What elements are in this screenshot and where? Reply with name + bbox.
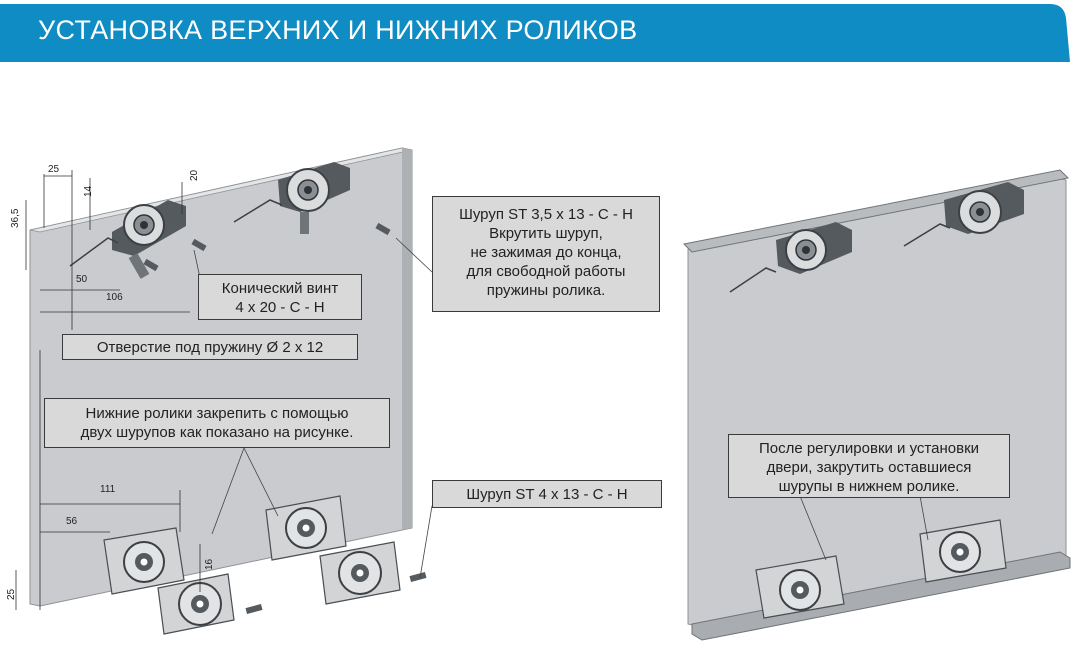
callout-screw-top-line-3: не зажимая до конца,	[470, 244, 622, 261]
left-door-panel	[29, 147, 413, 607]
callout-spring-hole: Отверстие под пружину Ø 2 x 12	[62, 334, 358, 360]
header-banner: УСТАНОВКА ВЕРХНИХ И НИЖНИХ РОЛИКОВ	[0, 0, 1091, 66]
right-door-panel	[682, 169, 1071, 641]
callout-screw-top-line-4: для свободной работы	[466, 263, 626, 280]
dim-56: 56	[66, 516, 78, 527]
callout-spring-hole-line-1: Отверстие под пружину Ø 2 x 12	[96, 339, 324, 356]
callout-screw-top: Шуруп ST 3,5 x 13 - C - H Вкрутить шуруп…	[432, 196, 660, 312]
dim-14: 14	[83, 185, 94, 197]
bottom-roller-left-4	[319, 541, 427, 605]
dim-25-top: 25	[48, 164, 60, 175]
top-roller-right-2	[903, 182, 1024, 247]
callout-screw-bottom: Шуруп ST 4 x 13 - C - H	[432, 480, 662, 508]
dim-106: 106	[106, 292, 123, 303]
dim-111: 111	[100, 484, 116, 495]
callout-bottom-rollers-line-1: Нижние ролики закрепить с помощью	[85, 405, 349, 422]
leader-lines	[193, 237, 929, 579]
callout-screw-bottom-line-1: Шуруп ST 4 x 13 - C - H	[466, 486, 628, 503]
callout-conic-screw-line-1: Конический винт	[221, 280, 339, 297]
top-roller-right-1	[729, 222, 852, 293]
header-band	[0, 0, 1091, 62]
callout-conic-screw-line-2: 4 x 20 - C - H	[235, 299, 325, 316]
callout-screw-top-line-1: Шуруп ST 3,5 x 13 - C - H	[459, 206, 633, 223]
callout-conic-screw: Конический винт 4 x 20 - C - H	[198, 274, 362, 320]
dim-16: 16	[204, 558, 215, 570]
callout-after-adjust-line-1: После регулировки и установки	[758, 440, 980, 457]
dim-50: 50	[76, 274, 88, 285]
bottom-roller-right-2	[919, 519, 1007, 583]
bottom-roller-right-1	[755, 555, 845, 619]
top-roller-left-1	[69, 200, 186, 279]
callout-screw-top-line-2: Вкрутить шуруп,	[489, 225, 603, 242]
dimension-lines	[15, 170, 201, 610]
bottom-roller-left-1	[103, 527, 185, 595]
callout-bottom-rollers-line-2: двух шурупов как показано на рисунке.	[80, 424, 354, 441]
top-roller-left-2	[233, 162, 350, 234]
dim-36-5: 36,5	[10, 208, 21, 228]
callout-after-adjust-line-3: шурупы в нижнем ролике.	[778, 478, 960, 495]
callout-screw-top-line-5: пружины ролика.	[486, 282, 606, 299]
bottom-roller-left-2	[157, 573, 263, 635]
page-title: УСТАНОВКА ВЕРХНИХ И НИЖНИХ РОЛИКОВ	[38, 15, 638, 45]
callout-after-adjust-line-2: двери, закрутить оставшиеся	[766, 459, 972, 476]
bottom-roller-left-3	[265, 495, 347, 561]
callout-bottom-rollers: Нижние ролики закрепить с помощью двух ш…	[44, 398, 390, 448]
dim-25-bottom: 25	[6, 588, 17, 600]
callout-after-adjust: После регулировки и установки двери, зак…	[728, 434, 1010, 498]
dim-20: 20	[189, 169, 200, 181]
screw-icons	[143, 222, 391, 272]
